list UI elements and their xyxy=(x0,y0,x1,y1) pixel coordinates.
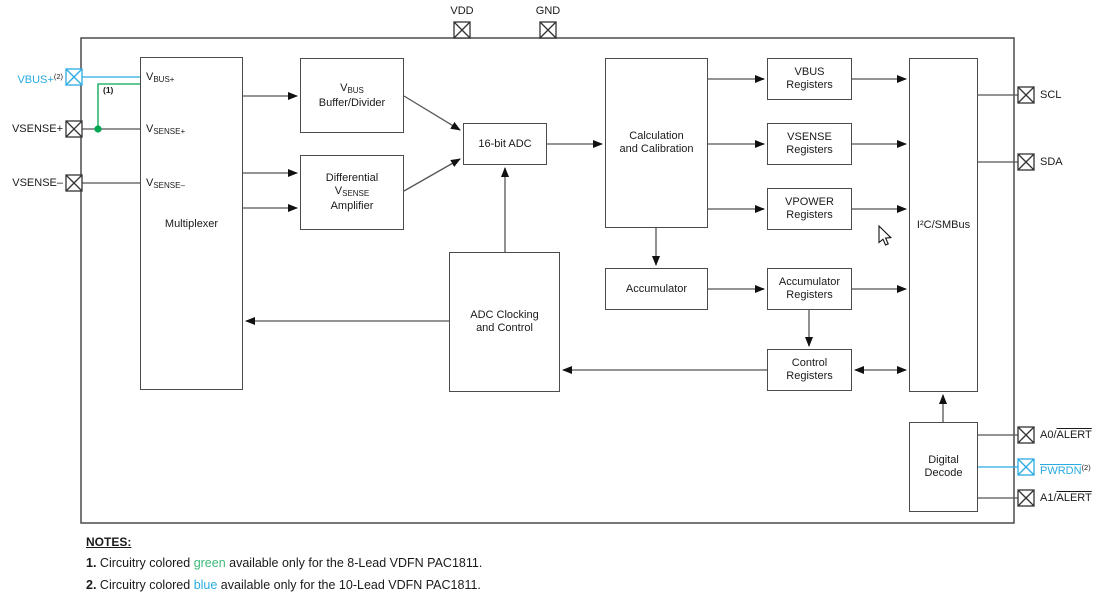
digital-decode-block: Digital Decode xyxy=(909,422,978,512)
wire-green-option xyxy=(97,83,140,129)
pin-label-gnd: GND xyxy=(535,5,561,17)
pin-label-vbus: VBUS+(2) xyxy=(17,72,63,86)
accumulator-block: Accumulator xyxy=(605,268,708,310)
pin-gnd-icon xyxy=(539,21,557,39)
multiplexer-label: Multiplexer xyxy=(164,218,219,230)
notes-title: NOTES: xyxy=(86,535,132,549)
multiplexer-block: VBUS+ VSENSE+ VSENSE– Multiplexer xyxy=(140,57,243,390)
i2c-smbus-block: I²C/SMBus xyxy=(909,58,978,392)
mux-input-vbus: VBUS+ xyxy=(146,71,175,84)
pin-label-a1-alert: A1/ALERT xyxy=(1040,492,1092,504)
green-junction-dot xyxy=(94,125,102,133)
mux-input-vsense-minus: VSENSE– xyxy=(146,177,185,190)
differential-vsense-amplifier-block: Differential VSENSE Amplifier xyxy=(300,155,404,230)
note-1: 1. Circuitry colored green available onl… xyxy=(86,556,483,570)
note-2: 2. Circuitry colored blue available only… xyxy=(86,578,481,592)
pin-vsense-minus-icon xyxy=(65,174,83,192)
mouse-cursor-icon xyxy=(878,224,893,246)
calculation-calibration-block: Calculation and Calibration xyxy=(605,58,708,228)
pin-a0-alert-icon xyxy=(1017,426,1035,444)
pin-label-vsense-minus: VSENSE– xyxy=(12,177,63,189)
pin-label-a0-alert: A0/ALERT xyxy=(1040,429,1092,441)
vbus-buffer-divider-block: VBUS Buffer/Divider xyxy=(300,58,404,133)
pin-label-scl: SCL xyxy=(1040,89,1062,101)
pin-label-vdd: VDD xyxy=(450,5,474,17)
mux-input-vsense-plus: VSENSE+ xyxy=(146,123,186,136)
control-registers-block: Control Registers xyxy=(767,349,852,391)
vsense-registers-block: VSENSE Registers xyxy=(767,123,852,165)
notes-section: NOTES: 1. Circuitry colored green availa… xyxy=(86,535,482,599)
pin-scl-icon xyxy=(1017,86,1035,104)
pin-a1-alert-icon xyxy=(1017,489,1035,507)
adc-clocking-control-block: ADC Clocking and Control xyxy=(449,252,560,392)
pin-vbus-icon xyxy=(65,68,83,86)
pin-label-sda: SDA xyxy=(1040,156,1063,168)
pin-label-pwrdn: PWRDN(2) xyxy=(1040,463,1091,477)
accumulator-registers-block: Accumulator Registers xyxy=(767,268,852,310)
green-wire-note-ref: (1) xyxy=(103,85,114,95)
pin-pwrdn-icon xyxy=(1017,458,1035,476)
wire-diffamp-to-adc xyxy=(403,158,461,192)
pin-sda-icon xyxy=(1017,153,1035,171)
pin-vdd-icon xyxy=(453,21,471,39)
pin-vsense-plus-icon xyxy=(65,120,83,138)
vbus-registers-block: VBUS Registers xyxy=(767,58,852,100)
pin-label-vsense-plus: VSENSE+ xyxy=(11,123,63,135)
wire-buffer-to-adc xyxy=(403,95,461,131)
adc-block: 16-bit ADC xyxy=(463,123,547,165)
vpower-registers-block: VPOWER Registers xyxy=(767,188,852,230)
